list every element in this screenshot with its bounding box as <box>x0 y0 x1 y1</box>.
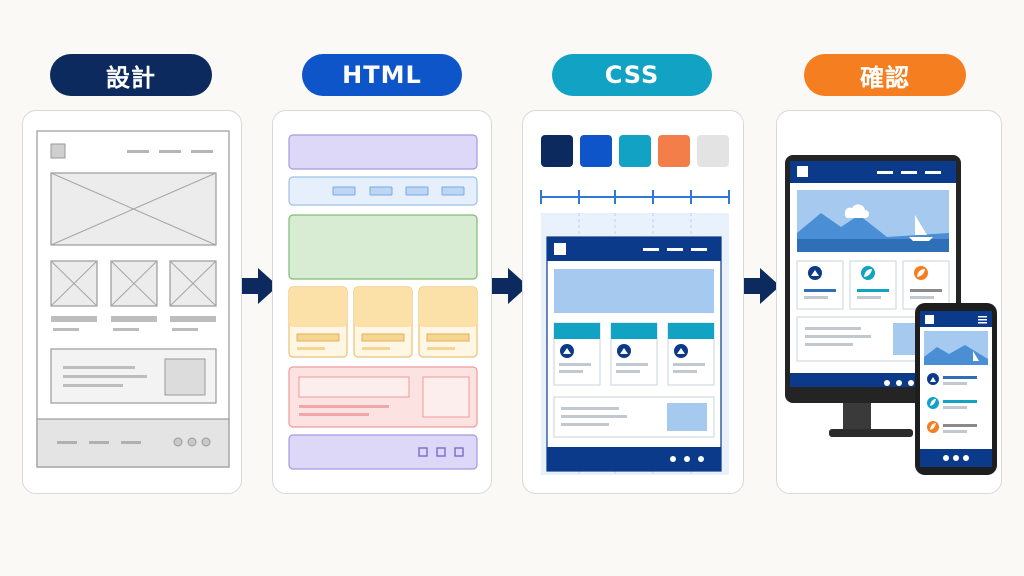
mountain-icon <box>811 270 819 276</box>
arrow-right-icon <box>490 268 528 304</box>
step-label-check: 確認 <box>804 54 966 96</box>
html-card <box>272 110 492 494</box>
menu-icon <box>978 316 987 324</box>
step-label-html: HTML <box>302 54 462 96</box>
check-card <box>776 110 1002 494</box>
cloud-icon <box>844 204 869 218</box>
arrow-right-icon <box>742 268 780 304</box>
sailboat-icon <box>909 215 933 241</box>
leaf-icon <box>917 269 925 277</box>
html-structure-blocks <box>288 134 478 470</box>
step-label-design: 設計 <box>50 54 212 96</box>
arrow-right-icon <box>240 268 278 304</box>
design-card <box>22 110 242 494</box>
color-palette <box>541 135 729 167</box>
responsive-devices <box>785 155 997 475</box>
wireframe-sketch <box>36 130 230 468</box>
css-styled-layout <box>540 135 730 475</box>
css-card <box>522 110 744 494</box>
step-label-css: CSS <box>552 54 712 96</box>
leaf-icon <box>864 269 872 277</box>
